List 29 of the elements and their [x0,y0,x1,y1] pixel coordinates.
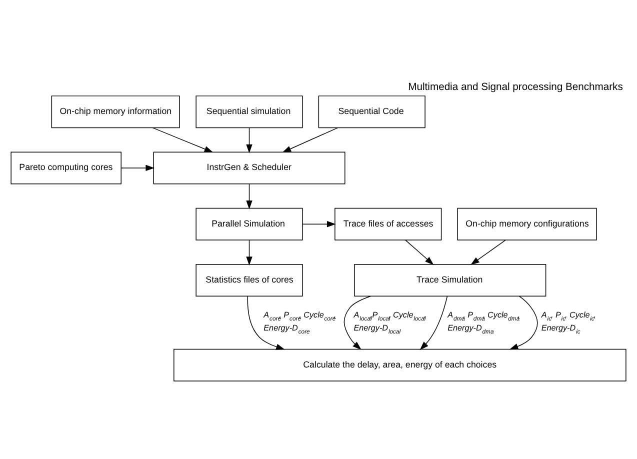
edge-label: A$_{core}$, P$_{core}$, Cycle$_{core}$, Energy-D$_{core}$ [264,310,336,336]
arrow [246,183,252,209]
node-box: Pareto computing cores [10,151,122,184]
arrow [247,295,285,350]
edge-label: A$_{dma}$, P$_{dma}$, Cycle$_{dma}$, Energy-D$_{dma}$ [448,310,520,336]
arrow [120,164,155,171]
arrow [470,239,506,264]
arrow [152,126,214,152]
arrow [405,239,434,265]
node-box: On-chip memory information [51,95,180,128]
arrow [509,295,538,350]
node-box: Sequential simulation [196,95,303,128]
node-box: Parallel Simulation [196,207,303,240]
arrow [246,239,252,265]
diagram-title: Multimedia and Signal processing Benchmarks [408,82,623,93]
arrow [344,295,372,350]
arrow [302,220,336,227]
edge-label: A$_{local}$,P$_{local}$, Cycle$_{local}$, Energy-D$_{local}$ [354,310,426,336]
arrow [246,126,252,153]
node-box: Statistics files of cores [196,263,303,296]
arrow [420,295,448,350]
node-box: Calculate the delay, area, energy of each choices [174,348,626,381]
node-box: Sequential Code [318,95,426,128]
node-box: On-chip memory configurations [457,207,597,240]
edge-label: A$_{ic}$, P$_{ic}$, Cycle$_{ic}$, Energy-D$_{ic}$ [541,310,596,336]
arrow [282,126,338,152]
node-box: Trace files of accesses [334,207,442,240]
node-box: InstrGen & Scheduler [153,151,346,184]
node-box: Trace Simulation [354,263,546,296]
